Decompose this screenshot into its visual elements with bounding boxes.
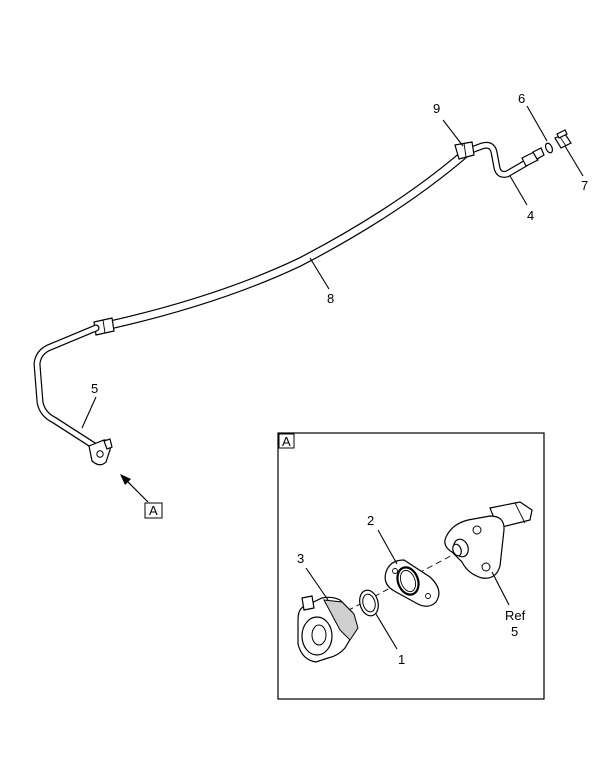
- callout-6: 6: [518, 91, 525, 106]
- leader-4: [509, 175, 528, 206]
- callout-ref-num: 5: [511, 624, 518, 639]
- leader-9: [442, 119, 464, 147]
- leader-6: [526, 105, 548, 142]
- tube-item-5: [33, 324, 113, 466]
- svg-text:A: A: [149, 503, 158, 518]
- callout-7: 7: [581, 178, 588, 193]
- detail-view-a: A: [277, 432, 545, 700]
- callout-8: 8: [327, 291, 334, 306]
- detail-title: A: [282, 434, 291, 449]
- callout-9: 9: [433, 101, 440, 116]
- leader-ref5: [491, 571, 510, 606]
- view-arrow: [120, 474, 149, 503]
- o-ring-item-1: [359, 589, 379, 617]
- callout-5-main: 5: [91, 381, 98, 396]
- callout-3: 3: [297, 551, 304, 566]
- callout-2: 2: [367, 513, 374, 528]
- ref-tube-flange: [444, 501, 533, 579]
- leader-5-main: [81, 396, 97, 429]
- leader-3: [305, 567, 329, 601]
- cap-nut-item-7: [554, 129, 572, 149]
- leader-8: [309, 257, 330, 290]
- view-marker-a: A: [144, 502, 163, 519]
- leader-7: [564, 145, 584, 177]
- callout-4: 4: [527, 208, 534, 223]
- hose-item-8: [93, 141, 475, 336]
- tube-item-4: [462, 141, 545, 178]
- callout-1: 1: [398, 652, 405, 667]
- leader-1: [375, 613, 398, 650]
- o-ring-item-6: [544, 142, 554, 154]
- callout-ref: Ref: [505, 608, 526, 623]
- fitting-item-3: [297, 595, 359, 663]
- leader-2: [377, 529, 398, 565]
- gasket-item-2: [384, 559, 440, 607]
